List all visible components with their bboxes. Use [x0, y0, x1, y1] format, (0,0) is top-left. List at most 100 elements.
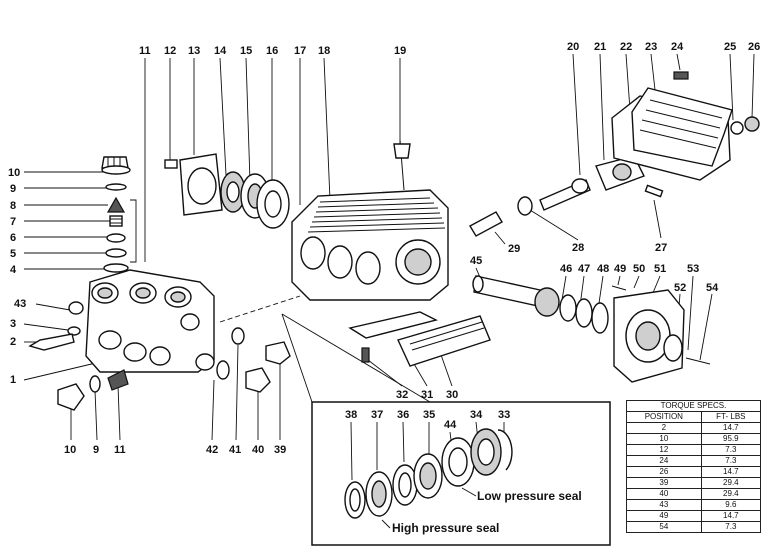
torque-cell: 14.7 [700, 422, 762, 434]
part-number-11: 11 [139, 45, 151, 57]
torque-cell: 7.3 [700, 521, 762, 533]
bearing-assembly [164, 153, 290, 229]
torque-cell: 7.3 [700, 455, 762, 467]
part-number-29: 29 [508, 243, 520, 255]
part-number-45: 45 [470, 255, 482, 267]
valve-stack [101, 156, 131, 273]
part-number-14: 14 [214, 45, 227, 57]
position-cell: 24 [626, 455, 702, 467]
part-number-31: 31 [421, 389, 433, 401]
part-number-20: 20 [567, 41, 579, 53]
part-number-27: 27 [655, 242, 667, 254]
position-cell: 49 [626, 510, 702, 522]
part-number-1: 1 [10, 374, 16, 386]
part-number-25: 25 [724, 41, 736, 53]
part-number-50: 50 [633, 263, 645, 275]
part-number-28: 28 [572, 242, 584, 254]
left-small-parts [28, 279, 322, 411]
part-number-23: 23 [645, 41, 657, 53]
torque-cell: 14.7 [700, 510, 762, 522]
part-number-10-left: 10 [8, 167, 20, 179]
torque-cell: 7.3 [700, 444, 762, 456]
part-number-47: 47 [578, 263, 590, 275]
part-number-12: 12 [164, 45, 176, 57]
part-number-39: 39 [274, 444, 286, 456]
torque-cell: 29.4 [700, 477, 762, 489]
part-number-49: 49 [614, 263, 626, 275]
column-header-ft-lbs: FT- LBS [700, 411, 762, 423]
position-cell: 12 [626, 444, 702, 456]
high-pressure-seal-label: High pressure seal [392, 521, 499, 535]
bottom-left-leader-lines [70, 344, 281, 441]
part-number-13: 13 [188, 45, 200, 57]
torque-cell: 29.4 [700, 488, 762, 500]
torque-cell: 95.9 [700, 433, 762, 445]
part-number-26: 26 [748, 41, 760, 53]
part-number-43: 43 [14, 298, 26, 310]
crankcase [291, 139, 449, 301]
position-cell: 54 [626, 521, 702, 533]
part-number-7: 7 [10, 216, 16, 228]
part-number-35: 35 [423, 409, 435, 421]
position-cell: 26 [626, 466, 702, 478]
part-number-22: 22 [620, 41, 632, 53]
part-number-42: 42 [206, 444, 218, 456]
low-pressure-seal-label: Low pressure seal [477, 489, 582, 503]
oil-seal-plates [348, 311, 491, 367]
bottom-left-part-numbers: 10 9 11 42 41 40 39 [64, 444, 286, 456]
part-number-46: 46 [560, 263, 572, 275]
part-number-38: 38 [345, 409, 357, 421]
part-number-53: 53 [687, 263, 699, 275]
part-number-5: 5 [10, 248, 16, 260]
top-leader-lines [144, 53, 755, 262]
part-number-15: 15 [240, 45, 252, 57]
part-number-10-bottom: 10 [64, 444, 76, 456]
torque-table-caption: TORQUE SPECS. [626, 400, 761, 412]
torque-cell: 9.6 [700, 499, 762, 511]
part-number-44: 44 [444, 419, 457, 431]
part-number-2: 2 [10, 336, 16, 348]
part-number-51: 51 [654, 263, 666, 275]
position-cell: 10 [626, 433, 702, 445]
part-number-36: 36 [397, 409, 409, 421]
part-number-30: 30 [446, 389, 458, 401]
part-number-37: 37 [371, 409, 383, 421]
part-number-11-bottom: 11 [114, 444, 126, 456]
part-number-19: 19 [394, 45, 406, 57]
part-number-54: 54 [706, 282, 719, 294]
part-number-18: 18 [318, 45, 330, 57]
torque-cell: 14.7 [700, 466, 762, 478]
position-cell: 39 [626, 477, 702, 489]
part-number-52: 52 [674, 282, 686, 294]
part-number-16: 16 [266, 45, 278, 57]
part-number-21: 21 [594, 41, 606, 53]
part-number-40: 40 [252, 444, 264, 456]
connecting-rod [469, 155, 664, 237]
top-part-numbers: 11 12 13 14 15 16 17 18 19 20 21 22 23 2… [139, 41, 760, 57]
part-number-17: 17 [294, 45, 306, 57]
middle-part-numbers: 29 28 27 45 46 47 48 49 50 51 52 53 54 3… [396, 242, 719, 401]
column-header-position: POSITION [626, 411, 702, 423]
manifold-head [85, 269, 215, 373]
position-cell: 2 [626, 422, 702, 434]
part-number-24: 24 [671, 41, 684, 53]
part-number-8: 8 [10, 200, 16, 212]
part-number-9-left: 9 [10, 183, 16, 195]
position-cell: 43 [626, 499, 702, 511]
crankshaft [472, 275, 711, 383]
part-number-9-bottom: 9 [93, 444, 99, 456]
part-number-32: 32 [396, 389, 408, 401]
part-number-4: 4 [10, 264, 17, 276]
part-number-34: 34 [470, 409, 483, 421]
